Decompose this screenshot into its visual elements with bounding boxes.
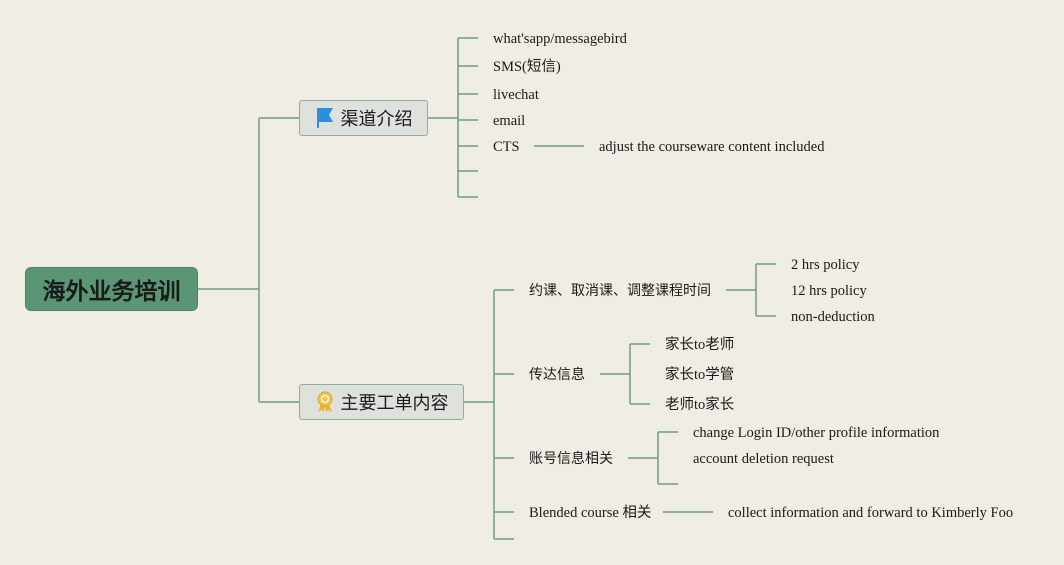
award-badge-icon: [315, 391, 335, 413]
account-node[interactable]: 账号信息相关: [529, 451, 613, 467]
booking-item-non-deduction[interactable]: non-deduction: [791, 309, 875, 325]
booking-item-2hrs[interactable]: 2 hrs policy: [791, 257, 860, 273]
booking-node[interactable]: 约课、取消课、调整课程时间: [529, 283, 711, 299]
messaging-item-parent-teacher[interactable]: 家长to老师: [665, 337, 735, 353]
cts-note[interactable]: adjust the courseware content included: [599, 139, 825, 155]
channel-item-livechat[interactable]: livechat: [493, 87, 539, 103]
channel-item-sms[interactable]: SMS(短信): [493, 59, 561, 75]
account-item-change-login[interactable]: change Login ID/other profile informatio…: [693, 425, 940, 441]
channel-item-whatsapp[interactable]: what'sapp/messagebird: [493, 31, 627, 47]
booking-item-12hrs[interactable]: 12 hrs policy: [791, 283, 867, 299]
blended-node[interactable]: Blended course 相关: [529, 505, 652, 521]
messaging-node[interactable]: 传达信息: [529, 367, 585, 383]
messaging-item-teacher-parent[interactable]: 老师to家长: [665, 397, 735, 413]
blended-note[interactable]: collect information and forward to Kimbe…: [728, 505, 1014, 521]
channel-item-email[interactable]: email: [493, 113, 526, 129]
channels-label: 渠道介绍: [340, 109, 413, 130]
channels-node[interactable]: 渠道介绍: [299, 100, 428, 136]
root-node[interactable]: 海外业务培训: [25, 267, 198, 311]
tickets-label: 主要工单内容: [340, 393, 449, 414]
channel-item-cts[interactable]: CTS: [493, 139, 520, 155]
account-item-deletion[interactable]: account deletion request: [693, 451, 834, 467]
tickets-node[interactable]: 主要工单内容: [299, 384, 464, 420]
blue-flag-icon: [315, 107, 335, 129]
messaging-item-parent-manager[interactable]: 家长to学管: [665, 367, 735, 383]
